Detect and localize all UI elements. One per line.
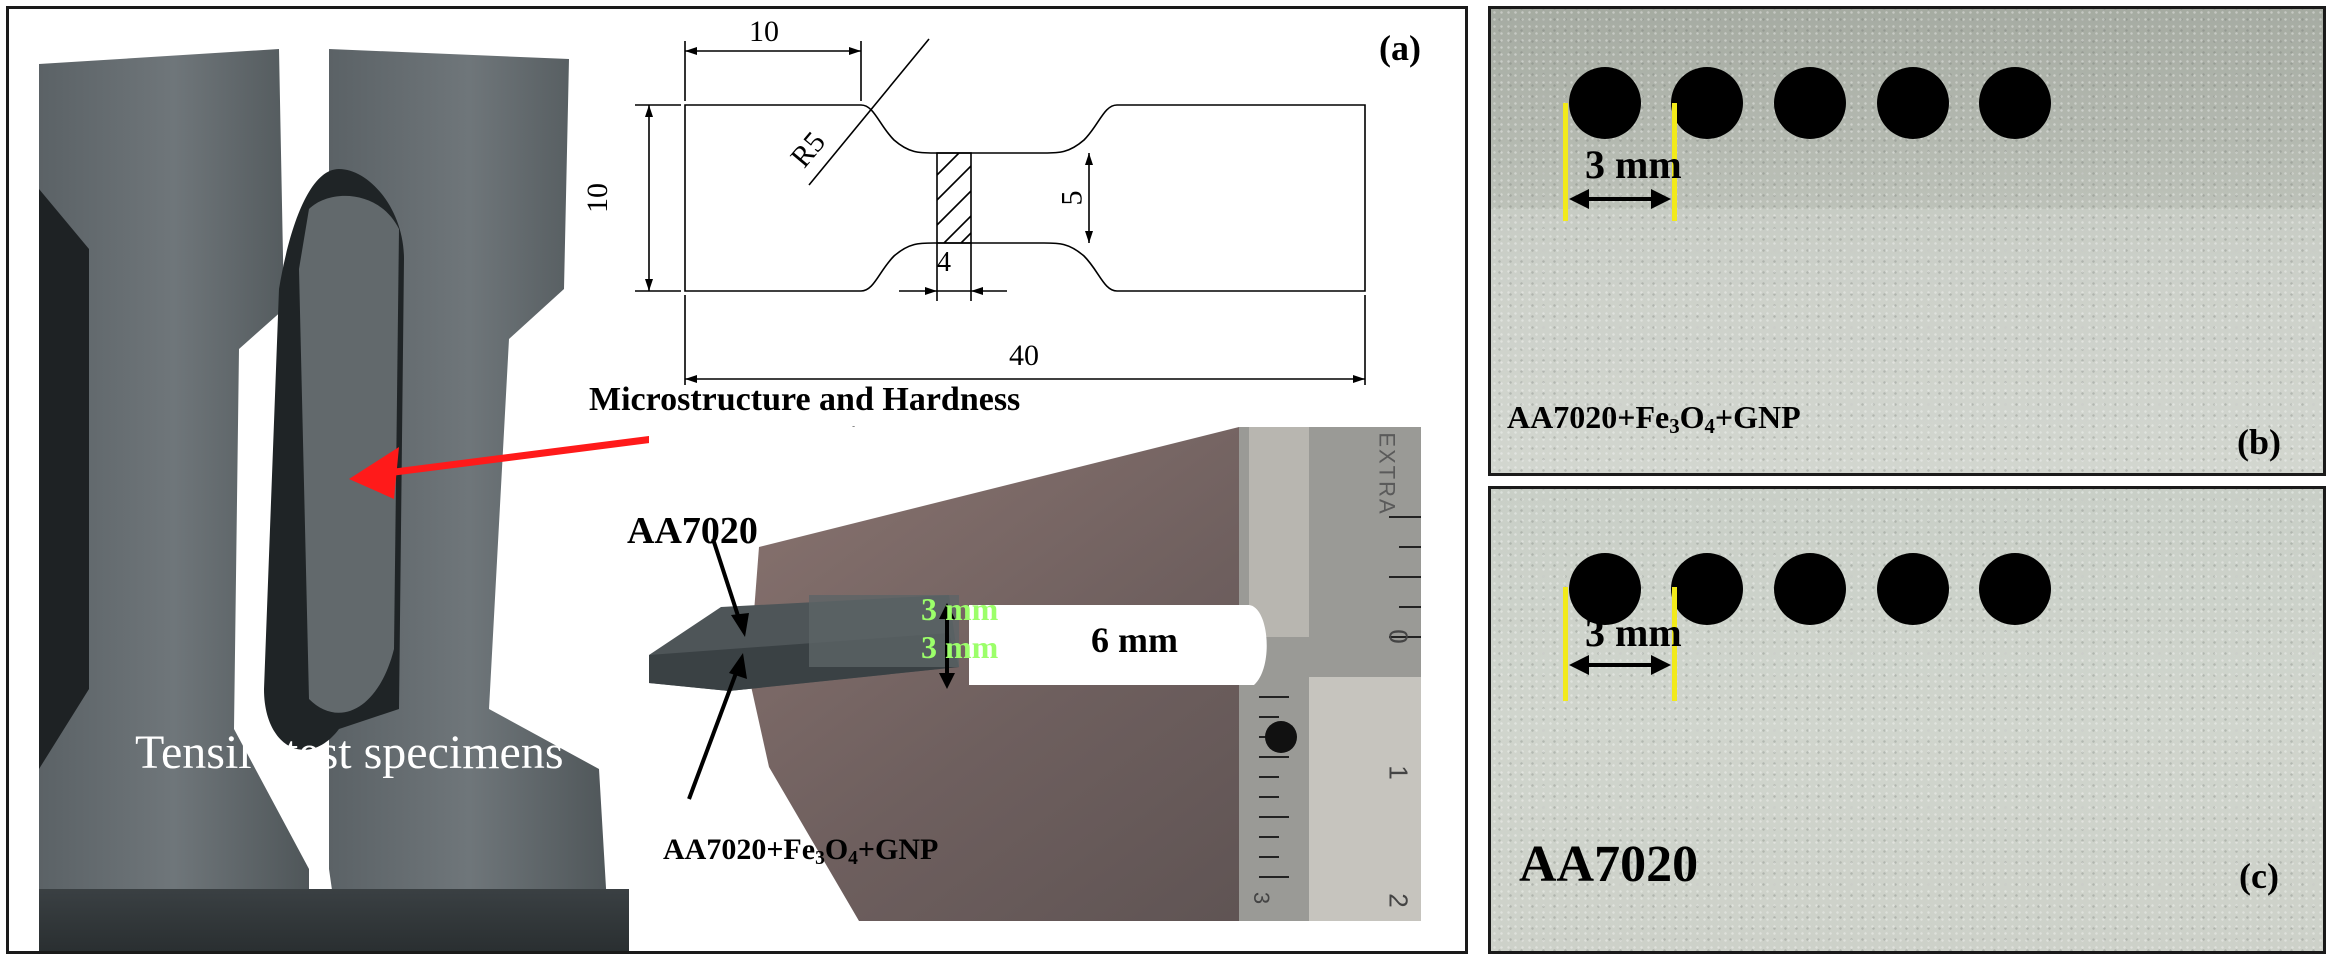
- material-label-b: AA7020+Fe3O4+GNP: [1507, 399, 1801, 439]
- spacing-arrow: [1581, 663, 1657, 667]
- panel-c: 3 mm AA7020 (c): [1488, 486, 2326, 954]
- spacing-marker-left: [1563, 103, 1568, 221]
- arrowhead-right-icon: [1651, 655, 1671, 675]
- material-label-c: AA7020: [1519, 836, 1699, 893]
- layer-bottom-thickness: 3 mm: [921, 629, 999, 665]
- tensile-specimens-photo: [9, 9, 649, 951]
- spacing-label: 3 mm: [1585, 142, 1682, 187]
- hardness-indent-5: [1979, 67, 2051, 139]
- dim-grip-length: 10: [749, 15, 779, 48]
- dim-grip-width: 10: [581, 183, 614, 213]
- hardness-indent-1: [1569, 67, 1641, 139]
- specimen-drawing: [635, 38, 1366, 385]
- dim-overall-length: 40: [1009, 339, 1039, 372]
- hardness-indent-5: [1979, 553, 2051, 625]
- spacing-label: 3 mm: [1585, 610, 1682, 655]
- caliper-brand-text: EXTRA: [1374, 432, 1400, 516]
- scale-number-2: 2: [1383, 893, 1414, 908]
- total-thickness: 6 mm: [1091, 620, 1178, 660]
- panel-a: Microstructure and Hardness test specime…: [6, 6, 1468, 954]
- scale-number-3: 3: [1249, 891, 1275, 905]
- spacing-marker-right: [1672, 587, 1677, 701]
- spacing-marker-right: [1672, 103, 1677, 221]
- hardness-indent-2: [1671, 67, 1743, 139]
- panel-b: 3 mm AA7020+Fe3O4+GNP (b): [1488, 6, 2326, 476]
- hardness-indent-1: [1569, 553, 1641, 625]
- scale-number-0: 0: [1383, 629, 1414, 644]
- arrowhead-right-icon: [1651, 189, 1671, 209]
- spacing-arrow: [1581, 197, 1657, 201]
- spacing-marker-left: [1563, 587, 1568, 701]
- tensile-caption: Tensile test specimens: [135, 726, 564, 779]
- callout-microstructure-line1: Microstructure and Hardness: [589, 381, 1021, 418]
- hardness-indent-4: [1877, 67, 1949, 139]
- hardness-indent-2: [1671, 553, 1743, 625]
- panel-c-label: (c): [2239, 856, 2279, 896]
- hardness-indent-3: [1774, 553, 1846, 625]
- caliper-photo: [649, 427, 1421, 921]
- panel-a-label: (a): [1379, 28, 1421, 68]
- dim-gauge-width: 5: [1055, 190, 1089, 206]
- arrowhead-left-icon: [1569, 655, 1589, 675]
- red-arrow-icon: [349, 433, 670, 499]
- hardness-indent-4: [1877, 553, 1949, 625]
- arrowhead-left-icon: [1569, 189, 1589, 209]
- scale-number-1: 1: [1383, 765, 1414, 780]
- caliper-label-aa7020: AA7020: [627, 510, 758, 552]
- hardness-indent-3: [1774, 67, 1846, 139]
- panel-b-label: (b): [2237, 422, 2281, 462]
- dim-gauge-length: 4: [937, 247, 951, 278]
- caliper-label-composite: AA7020+Fe3O4+GNP: [663, 833, 939, 869]
- layer-top-thickness: 3 mm: [921, 591, 999, 627]
